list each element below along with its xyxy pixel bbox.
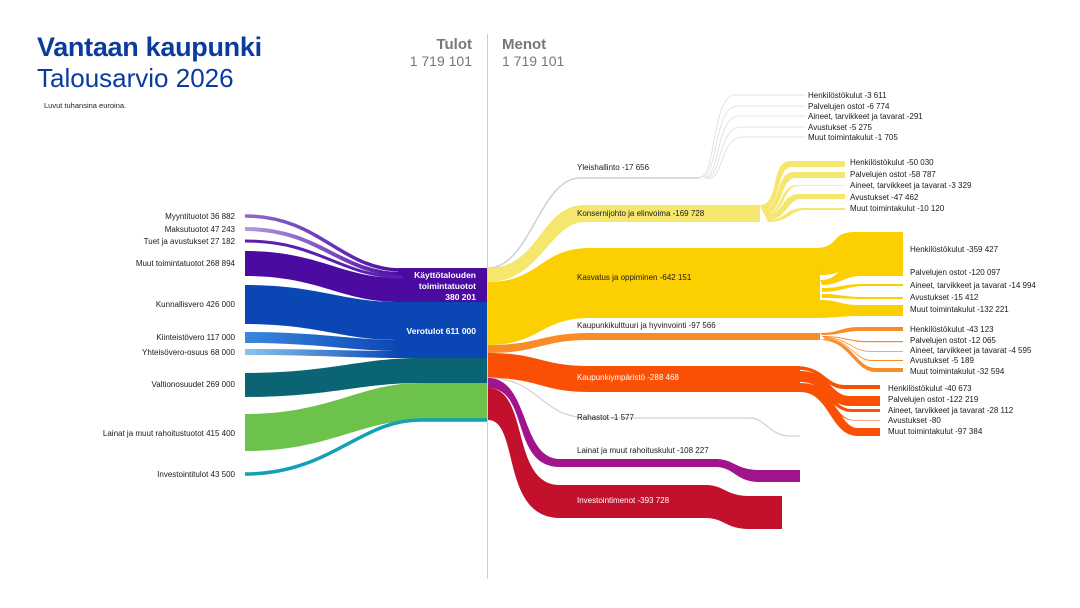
ky-avustukset: Avustukset -80 <box>888 416 941 425</box>
flow-yhteisovero <box>245 349 400 358</box>
yh-henkilosto: Henkilöstökulut -3 611 <box>808 91 887 100</box>
flow-kiinteistovero <box>245 332 400 351</box>
label-kasvatus: Kasvatus ja oppiminen -642 151 <box>577 273 692 282</box>
label-yleishallinto: Yleishallinto -17 656 <box>577 163 650 172</box>
flow-kaupunkiymparisto <box>488 353 800 392</box>
verotulot-label: Verotulot 611 000 <box>407 326 477 336</box>
flow-tuet-avustukset <box>244 239 403 279</box>
units-note: Luvut tuhansina euroina. <box>44 101 127 110</box>
label-muut-toimintatuotot: Muut toimintatuotot 268 894 <box>136 259 236 268</box>
kj-palvelut: Palvelujen ostot -58 787 <box>850 170 936 179</box>
yh-aineet: Aineet, tarvikkeet ja tavarat -291 <box>808 112 923 121</box>
kj-henkilosto: Henkilöstökulut -50 030 <box>850 158 934 167</box>
income-flows <box>244 214 487 476</box>
label-kaupunkiymparisto: Kaupunkiympäristö -288 468 <box>577 373 679 382</box>
income-header: Tulot 1 719 101 <box>410 36 472 70</box>
node-kayttotalous <box>398 268 487 302</box>
yh-avustukset: Avustukset -5 275 <box>808 123 872 132</box>
ko-palvelut: Palvelujen ostot -120 097 <box>910 268 1001 277</box>
label-investointimenot: Investointimenot -393 728 <box>577 496 670 505</box>
yh-muut: Muut toimintakulut -1 705 <box>808 133 898 142</box>
income-source-labels: Myyntituotot 36 882 Maksutuotot 47 243 T… <box>103 212 236 479</box>
page-title: Vantaan kaupunki <box>37 32 262 62</box>
label-valtionosuudet: Valtionosuudet 269 000 <box>152 380 236 389</box>
ko-henkilosto: Henkilöstökulut -359 427 <box>910 245 999 254</box>
flow-kasvatus <box>488 248 820 345</box>
flow-muut-toimintatuotot <box>245 251 400 302</box>
kasvatus-breakdown <box>815 232 903 318</box>
yleishallinto-breakdown <box>699 94 805 180</box>
ky-palvelut: Palvelujen ostot -122 219 <box>888 395 979 404</box>
kk-muut: Muut toimintakulut -32 594 <box>910 367 1005 376</box>
expense-header: Menot 1 719 101 <box>502 36 564 70</box>
flow-konsernijohto <box>488 205 760 282</box>
ko-avustukset: Avustukset -15 412 <box>910 293 979 302</box>
kayttotalous-label-3: 380 201 <box>445 292 476 302</box>
yh-palvelut: Palvelujen ostot -6 774 <box>808 102 890 111</box>
flow-lainat-rahoitustuotot <box>245 383 487 451</box>
expense-total: 1 719 101 <box>502 53 565 69</box>
flow-investointimenot <box>488 388 782 529</box>
label-maksutuotot: Maksutuotot 47 243 <box>165 225 236 234</box>
expense-flows <box>487 94 903 529</box>
page-subtitle: Talousarvio 2026 <box>37 63 234 93</box>
flow-rahastot <box>487 377 800 437</box>
kk-henkilosto: Henkilöstökulut -43 123 <box>910 325 994 334</box>
expense-breakdown-labels: Henkilöstökulut -3 611 Palvelujen ostot … <box>808 91 1036 436</box>
label-yhteisovero: Yhteisövero-osuus 68 000 <box>142 348 236 357</box>
label-rahastot: Rahastot -1 577 <box>577 413 634 422</box>
label-kunnallisvero: Kunnallisvero 426 000 <box>156 300 236 309</box>
ky-henkilosto: Henkilöstökulut -40 673 <box>888 384 972 393</box>
label-kulttuuri: Kaupunkikulttuuri ja hyvinvointi -97 566 <box>577 321 716 330</box>
konsernijohto-breakdown <box>760 161 845 222</box>
flow-maksutuotot <box>244 227 403 276</box>
node-verotulot <box>395 302 487 358</box>
kayttotalous-label-2: toimintatuotot <box>419 281 476 291</box>
kj-muut: Muut toimintakulut -10 120 <box>850 204 945 213</box>
center-divider <box>487 34 488 579</box>
kk-palvelut: Palvelujen ostot -12 065 <box>910 336 996 345</box>
ky-muut: Muut toimintakulut -97 384 <box>888 427 983 436</box>
flow-investointitulot <box>244 418 487 476</box>
flow-kunnallisvero <box>245 285 400 340</box>
kj-avustukset: Avustukset -47 462 <box>850 193 919 202</box>
kulttuuri-breakdown <box>820 327 903 372</box>
label-kiinteistovero: Kiinteistövero 117 000 <box>156 333 235 342</box>
expense-category-labels: Yleishallinto -17 656 Konsernijohto ja e… <box>577 163 716 505</box>
label-lainat-rahoitustuotot: Lainat ja muut rahoitustuotot 415 400 <box>103 429 236 438</box>
ko-muut: Muut toimintakulut -132 221 <box>910 305 1009 314</box>
income-label: Tulot <box>436 36 472 53</box>
expense-label: Menot <box>502 36 547 53</box>
kk-aineet: Aineet, tarvikkeet ja tavarat -4 595 <box>910 346 1032 355</box>
flow-kulttuuri <box>488 333 820 353</box>
label-konsernijohto: Konsernijohto ja elinvoima -169 728 <box>577 209 705 218</box>
kaupunkiymparisto-breakdown <box>795 366 880 436</box>
flow-myyntituotot <box>244 214 403 272</box>
ko-aineet: Aineet, tarvikkeet ja tavarat -14 994 <box>910 281 1036 290</box>
label-myyntituotot: Myyntituotot 36 882 <box>165 212 235 221</box>
income-total: 1 719 101 <box>409 53 472 69</box>
label-tuet: Tuet ja avustukset 27 182 <box>144 237 236 246</box>
kj-aineet: Aineet, tarvikkeet ja tavarat -3 329 <box>850 181 972 190</box>
flow-yleishallinto <box>487 177 700 269</box>
label-rahoituskulut: Lainat ja muut rahoituskulut -108 227 <box>577 446 709 455</box>
kayttotalous-label-1: Käyttötalouden <box>414 270 476 280</box>
label-investointitulot: Investointitulot 43 500 <box>157 470 235 479</box>
kk-avustukset: Avustukset -5 189 <box>910 356 974 365</box>
flow-valtionosuudet <box>245 358 487 397</box>
income-group-labels: Käyttötalouden toimintatuotot 380 201 Ve… <box>407 270 477 336</box>
ky-aineet: Aineet, tarvikkeet ja tavarat -28 112 <box>888 406 1014 415</box>
flow-rahoituskulut <box>488 378 800 482</box>
